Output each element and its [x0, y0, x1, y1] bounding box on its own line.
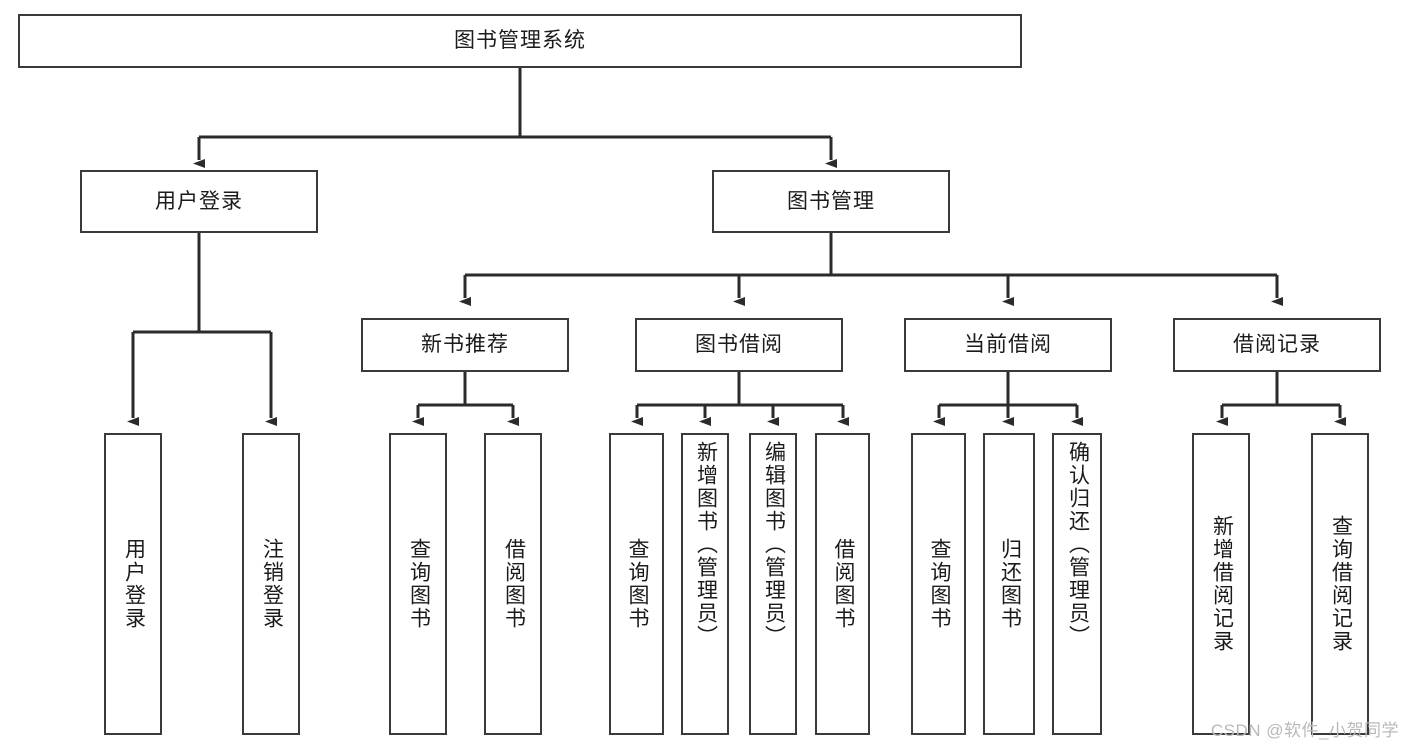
leaf-new-book-query-label: 查询图书 [407, 538, 431, 630]
node-current-borrow[interactable]: 当前借阅 [904, 318, 1112, 372]
leaf-new-book-borrow[interactable]: 借阅图书 [484, 433, 542, 735]
csdn-watermark: CSDN @软件_小贺同学 [1210, 721, 1399, 740]
leaf-book-borrow-borrow-label: 借阅图书 [831, 538, 855, 630]
node-borrow-record[interactable]: 借阅记录 [1173, 318, 1381, 372]
leaf-current-borrow-return-label: 归还图书 [998, 538, 1022, 630]
node-book-borrow-label: 图书借阅 [695, 333, 783, 357]
leaf-book-borrow-query-label: 查询图书 [625, 538, 649, 630]
node-book-management-label: 图书管理 [787, 189, 875, 213]
leaf-new-book-borrow-label: 借阅图书 [502, 538, 526, 630]
leaf-new-book-query[interactable]: 查询图书 [389, 433, 447, 735]
leaf-user-login-login-label: 用户登录 [122, 538, 146, 630]
leaf-book-borrow-add[interactable]: 新增图书（管理员） [681, 433, 729, 735]
node-root[interactable]: 图书管理系统 [18, 14, 1022, 68]
leaf-borrow-record-query-label: 查询借阅记录 [1329, 515, 1353, 653]
leaf-book-borrow-edit-label: 编辑图书（管理员） [762, 441, 786, 648]
leaf-current-borrow-confirm-label: 确认归还（管理员） [1066, 441, 1090, 648]
leaf-book-borrow-edit[interactable]: 编辑图书（管理员） [749, 433, 797, 735]
leaf-book-borrow-add-label: 新增图书（管理员） [694, 441, 718, 648]
node-borrow-record-label: 借阅记录 [1233, 333, 1321, 357]
leaf-user-login-logout[interactable]: 注销登录 [242, 433, 300, 735]
leaf-current-borrow-query[interactable]: 查询图书 [911, 433, 966, 735]
leaf-current-borrow-query-label: 查询图书 [927, 538, 951, 630]
node-current-borrow-label: 当前借阅 [964, 333, 1052, 357]
node-user-login-label: 用户登录 [155, 189, 243, 213]
leaf-book-borrow-borrow[interactable]: 借阅图书 [815, 433, 870, 735]
node-user-login[interactable]: 用户登录 [80, 170, 318, 233]
leaf-user-login-logout-label: 注销登录 [260, 538, 284, 630]
leaf-user-login-login[interactable]: 用户登录 [104, 433, 162, 735]
leaf-current-borrow-return[interactable]: 归还图书 [983, 433, 1035, 735]
node-new-book-recommend[interactable]: 新书推荐 [361, 318, 569, 372]
leaf-current-borrow-confirm[interactable]: 确认归还（管理员） [1052, 433, 1102, 735]
leaf-borrow-record-add-label: 新增借阅记录 [1210, 515, 1234, 653]
node-book-management[interactable]: 图书管理 [712, 170, 950, 233]
leaf-borrow-record-query[interactable]: 查询借阅记录 [1311, 433, 1369, 735]
leaf-book-borrow-query[interactable]: 查询图书 [609, 433, 664, 735]
node-new-book-recommend-label: 新书推荐 [421, 333, 509, 357]
node-root-label: 图书管理系统 [454, 29, 586, 53]
leaf-borrow-record-add[interactable]: 新增借阅记录 [1192, 433, 1250, 735]
node-book-borrow[interactable]: 图书借阅 [635, 318, 843, 372]
